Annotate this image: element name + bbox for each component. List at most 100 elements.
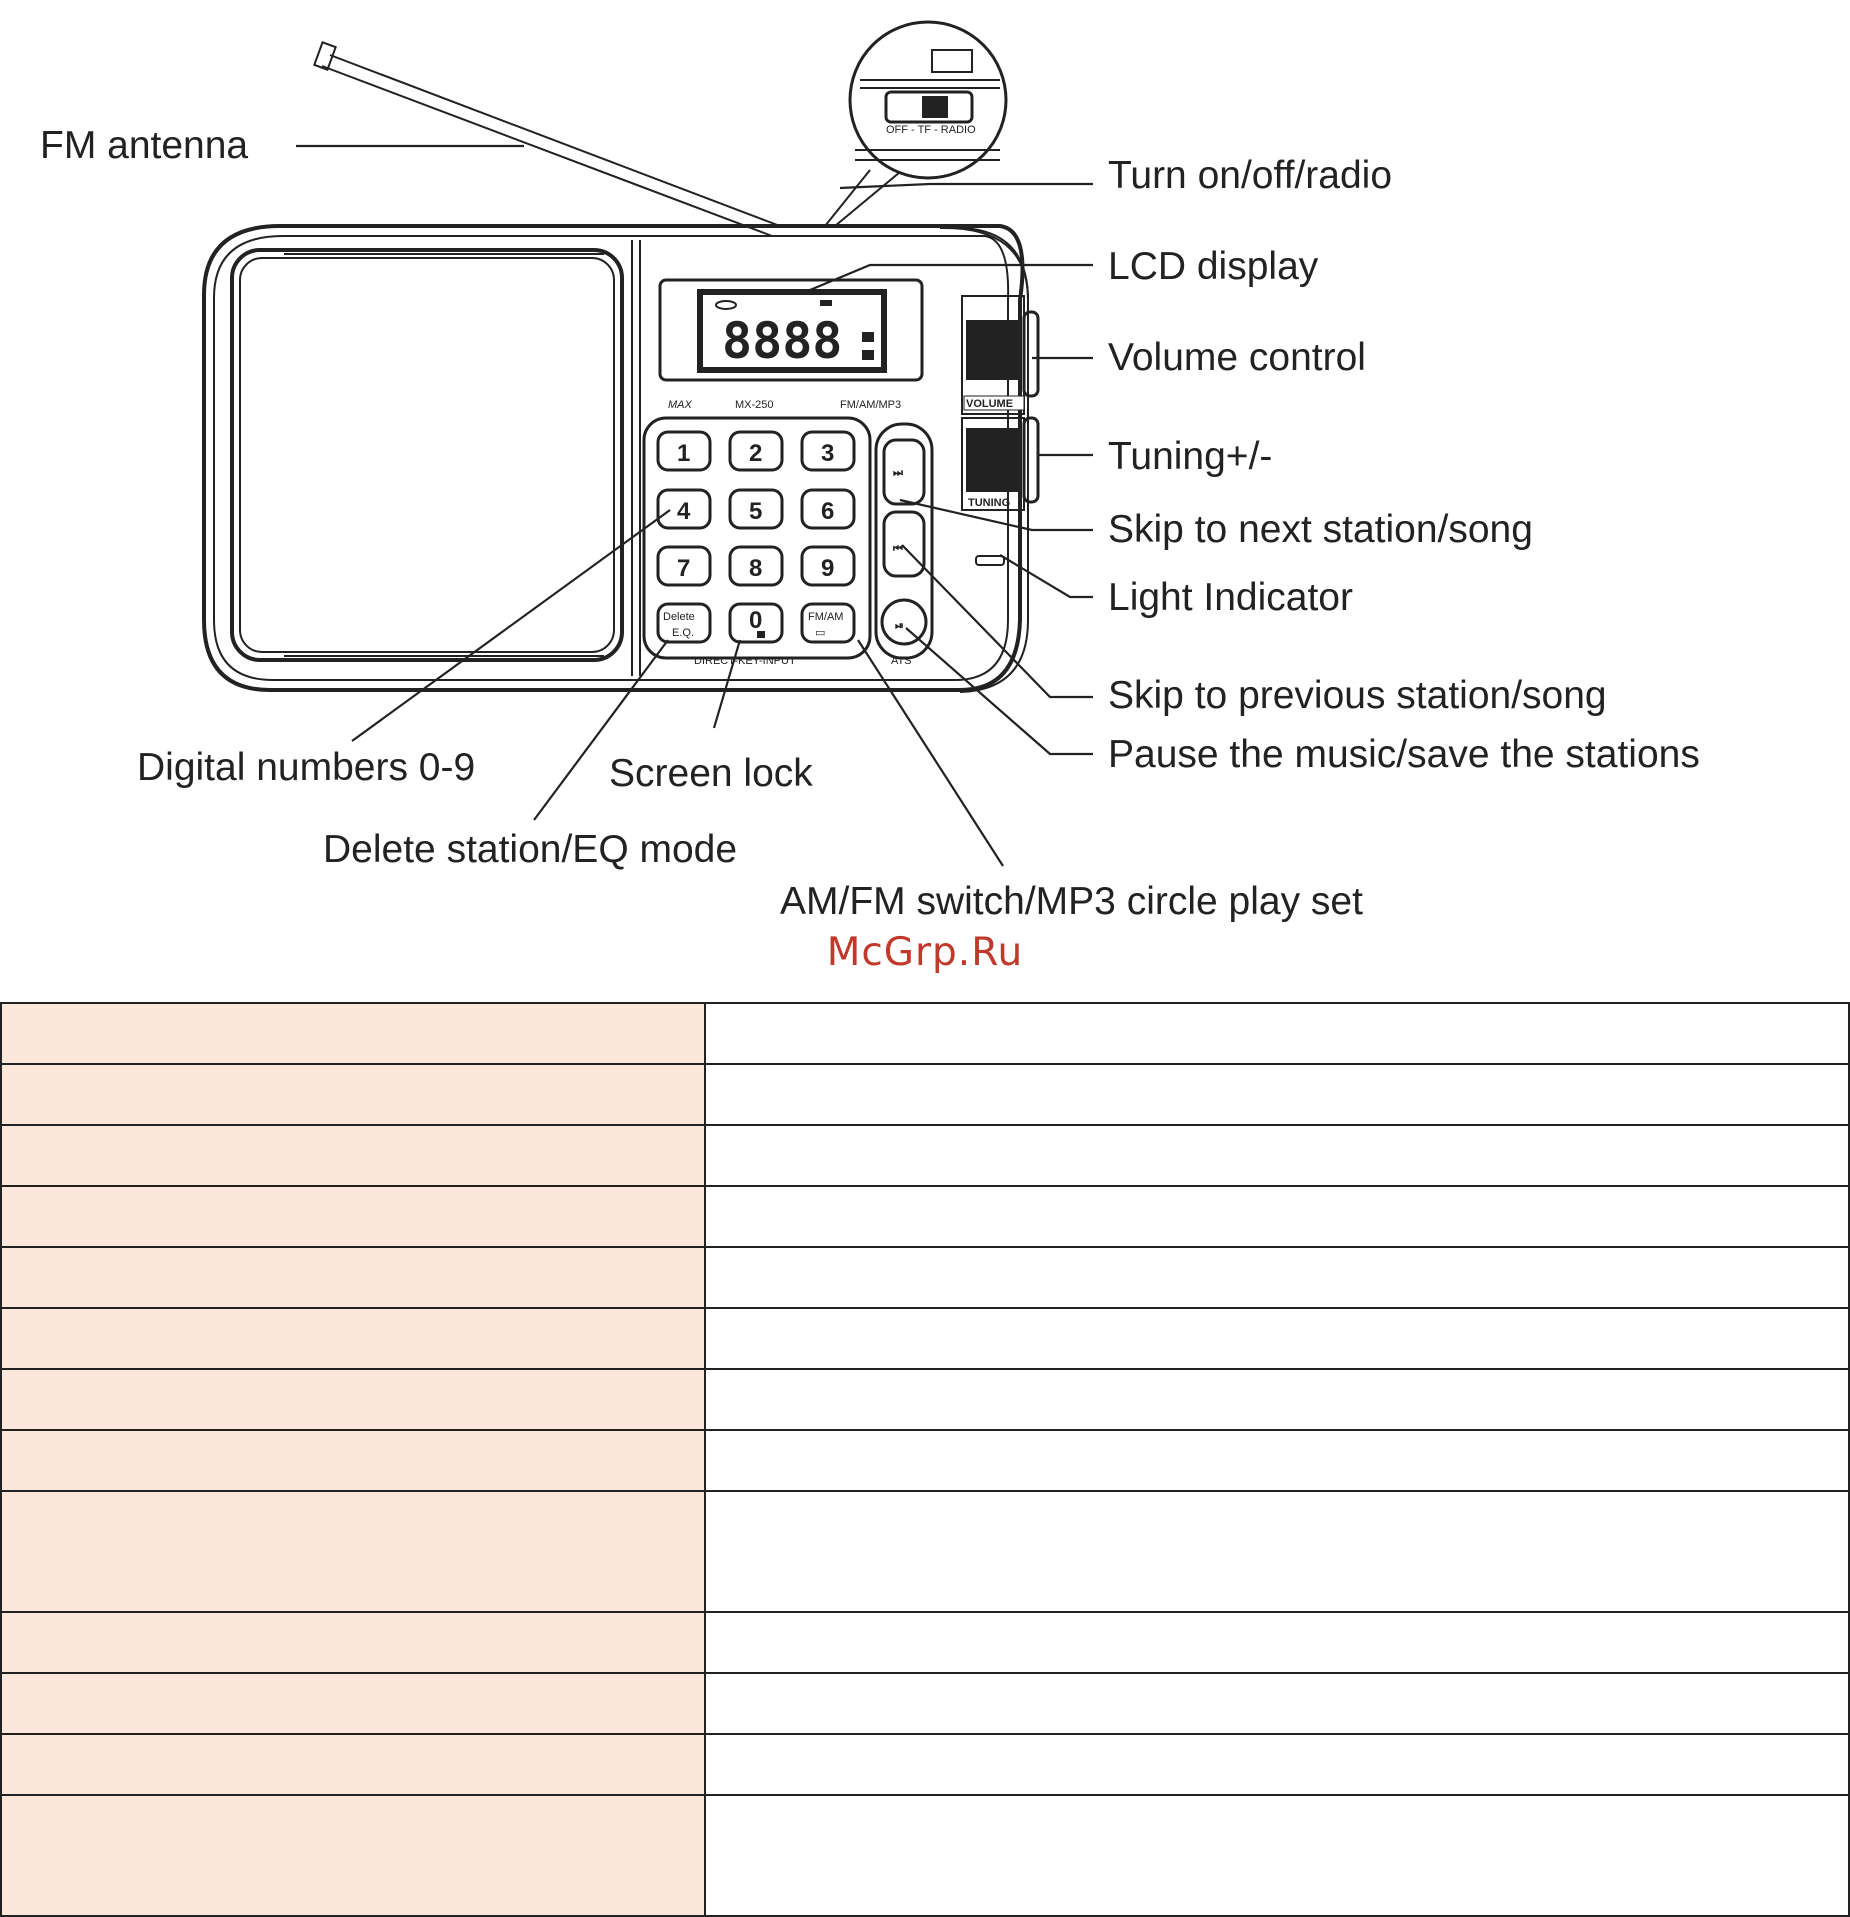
svg-text:Delete: Delete: [663, 611, 695, 623]
brand-logo: MAX: [668, 399, 693, 411]
table-row: [0, 1490, 1850, 1613]
label-skip-previous: Skip to previous station/song: [1108, 674, 1607, 717]
skip-previous-button[interactable]: ⏮: [882, 510, 926, 578]
tuning-label: TUNING: [968, 497, 1010, 509]
lcd-digits: 8888: [722, 312, 842, 370]
svg-text:4: 4: [677, 498, 691, 525]
table-cell-value: [704, 1611, 1850, 1674]
label-lcd-display: LCD display: [1108, 245, 1319, 288]
label-light-indicator: Light Indicator: [1108, 576, 1353, 619]
table-cell-label: [0, 1429, 706, 1492]
keypad-caption: DIRECT-KEY-INPUT: [694, 655, 796, 667]
label-power-switch: Turn on/off/radio: [1108, 154, 1392, 197]
svg-text:FM/AM: FM/AM: [808, 611, 843, 623]
table-cell-value: [704, 1490, 1850, 1613]
lcd-display: 8888: [658, 278, 924, 382]
table-cell-label: [0, 1733, 706, 1796]
label-volume-control: Volume control: [1108, 336, 1366, 379]
table-cell-label: [0, 1368, 706, 1431]
table-cell-value: [704, 1368, 1850, 1431]
svg-text:2: 2: [749, 440, 762, 467]
label-am-fm-switch: AM/FM switch/MP3 circle play set: [780, 880, 1363, 923]
number-key-1[interactable]: 1: [656, 430, 712, 472]
table-cell-label: [0, 1063, 706, 1126]
table-cell-value: [704, 1672, 1850, 1735]
skip-next-button[interactable]: ⏭: [882, 438, 926, 506]
switch-text: OFF - TF - RADIO: [886, 124, 976, 136]
table-cell-label: [0, 1672, 706, 1735]
table-cell-label: [0, 1307, 706, 1370]
label-delete-eq: Delete station/EQ mode: [323, 828, 737, 871]
label-screen-lock: Screen lock: [609, 752, 813, 795]
svg-text:0: 0: [749, 607, 762, 634]
svg-text:7: 7: [677, 555, 690, 582]
table-cell-label: [0, 1794, 706, 1917]
svg-text:5: 5: [749, 498, 762, 525]
modes-label: FM/AM/MP3: [840, 399, 901, 411]
table-cell-value: [704, 1063, 1850, 1126]
label-digital-numbers: Digital numbers 0-9: [137, 746, 475, 789]
table-cell-value: [704, 1733, 1850, 1796]
svg-text:3: 3: [821, 440, 834, 467]
table-row: [0, 1063, 1850, 1126]
table-row: [0, 1794, 1850, 1917]
watermark: McGrp.Ru: [826, 930, 1024, 975]
spec-table: [0, 1002, 1850, 1917]
table-row: [0, 1124, 1850, 1187]
number-key-5[interactable]: 5: [728, 488, 784, 530]
table-cell-value: [704, 1794, 1850, 1917]
number-key-8[interactable]: 8: [728, 545, 784, 587]
model-number: MX-250: [735, 399, 774, 411]
fm-am-key[interactable]: FM/AM ▭: [800, 602, 856, 644]
table-row: [0, 1368, 1850, 1431]
table-cell-value: [704, 1002, 1850, 1065]
play-pause-button[interactable]: ⏯: [880, 598, 928, 646]
light-indicator: [975, 555, 1005, 566]
tuning-knob[interactable]: TUNING: [961, 416, 1040, 511]
svg-text:⏭: ⏭: [893, 467, 903, 479]
table-cell-value: [704, 1307, 1850, 1370]
number-key-4[interactable]: 4: [656, 488, 712, 530]
table-cell-value: [704, 1124, 1850, 1187]
power-switch-magnifier: OFF - TF - RADIO: [824, 20, 1008, 227]
table-row: [0, 1246, 1850, 1309]
table-cell-label: [0, 1611, 706, 1674]
radio-body: [202, 224, 1029, 693]
svg-text:9: 9: [821, 555, 834, 582]
table-row: [0, 1307, 1850, 1370]
svg-text:▭: ▭: [815, 627, 825, 639]
table-cell-label: [0, 1185, 706, 1248]
table-cell-value: [704, 1429, 1850, 1492]
svg-text:⏮: ⏮: [893, 543, 903, 555]
table-cell-label: [0, 1002, 706, 1065]
delete-eq-key[interactable]: Delete E.Q.: [656, 602, 712, 644]
table-cell-value: [704, 1246, 1850, 1309]
volume-knob[interactable]: VOLUME: [961, 295, 1040, 415]
ats-label: ATS: [891, 655, 912, 667]
svg-text:1: 1: [677, 440, 690, 467]
fm-antenna: [313, 41, 781, 237]
table-row: [0, 1672, 1850, 1735]
radio-diagram: OFF - TF - RADIO 8888 MAX MX-250 FM/AM/M…: [40, 20, 1700, 923]
number-key-6[interactable]: 6: [800, 488, 856, 530]
svg-text:8: 8: [749, 555, 762, 582]
label-tuning: Tuning+/-: [1108, 435, 1272, 478]
svg-text:⏯: ⏯: [895, 620, 904, 632]
number-key-7[interactable]: 7: [656, 545, 712, 587]
table-row: [0, 1185, 1850, 1248]
number-key-9[interactable]: 9: [800, 545, 856, 587]
number-key-3[interactable]: 3: [800, 430, 856, 472]
table-cell-value: [704, 1185, 1850, 1248]
label-pause-save: Pause the music/save the stations: [1108, 733, 1700, 776]
table-row: [0, 1002, 1850, 1065]
screen-lock-key-0[interactable]: 0: [728, 602, 784, 644]
number-key-2[interactable]: 2: [728, 430, 784, 472]
leader-lines: [296, 144, 1093, 867]
label-skip-next: Skip to next station/song: [1108, 508, 1533, 551]
svg-text:E.Q.: E.Q.: [672, 627, 694, 639]
table-cell-label: [0, 1246, 706, 1309]
table-row: [0, 1429, 1850, 1492]
volume-label: VOLUME: [966, 398, 1013, 410]
table-cell-label: [0, 1490, 706, 1613]
svg-text:6: 6: [821, 498, 834, 525]
